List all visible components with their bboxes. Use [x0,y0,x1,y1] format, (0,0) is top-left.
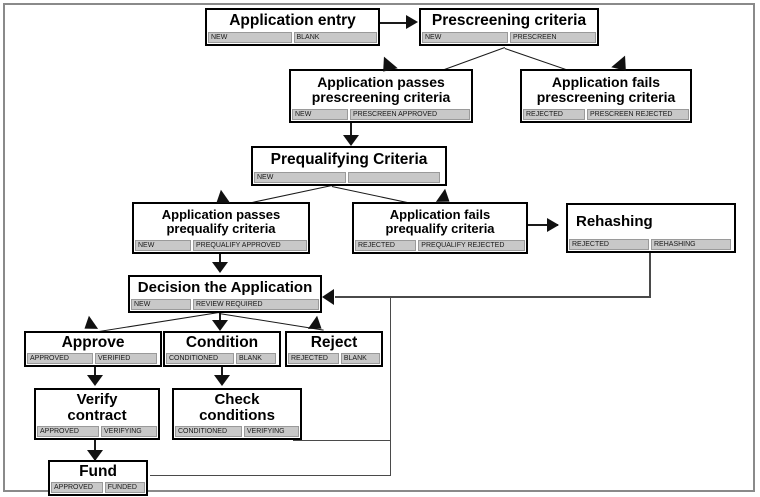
state-cell-right: VERIFIED [95,353,157,364]
arrowhead-entry-to-prescreening [406,15,418,29]
node-state-cells: NEW BLANK [207,31,378,44]
connector-decision-return-vertical [390,296,391,476]
node-prequalifying-criteria[interactable]: Prequalifying Criteria NEW [251,146,447,186]
arrowhead-condition-to-check [214,375,230,386]
state-cell-right: PRESCREEN [510,32,596,43]
node-title: Application fails prequalify criteria [385,207,495,236]
node-application-fails-prescreening[interactable]: Application fails prescreening criteria … [520,69,692,123]
node-title: Decision the Application [137,279,313,297]
state-cell-left: CONDITIONED [175,426,242,437]
state-cell-right: VERIFYING [101,426,157,437]
node-application-entry[interactable]: Application entry NEW BLANK [205,8,380,46]
node-state-cells: REJECTED PRESCREEN REJECTED [522,108,690,121]
node-state-cells: NEW [253,171,445,184]
node-application-fails-prequalify[interactable]: Application fails prequalify criteria RE… [352,202,528,254]
node-state-cells: REJECTED REHASHING [568,238,734,251]
state-cell-left: CONDITIONED [166,353,234,364]
state-cell-left: REJECTED [355,240,417,251]
state-cell-right: REVIEW REQUIRED [193,299,319,310]
node-title: Verify contract [67,391,127,424]
node-title: Approve [61,333,125,351]
connector-check-conditions-right [293,440,391,441]
state-cell-left: NEW [254,172,346,183]
state-cell-left: NEW [208,32,292,43]
node-prescreening-criteria[interactable]: Prescreening criteria NEW PRESCREEN [419,8,599,46]
node-approve[interactable]: Approve APPROVED VERIFIED [24,331,162,367]
state-cell-right [348,172,440,183]
arrowhead-approve-to-verify [87,375,103,386]
state-cell-left: REJECTED [523,109,585,120]
arrowhead-passes-to-prequalifying [343,135,359,146]
node-check-conditions[interactable]: Check conditions CONDITIONED VERIFYING [172,388,302,440]
node-fund[interactable]: Fund APPROVED FUNDED [48,460,148,496]
node-title: Condition [185,333,259,351]
node-state-cells: NEW PREQUALIFY APPROVED [134,239,308,252]
arrowhead-decision-to-condition [212,320,228,331]
node-title: Prequalifying Criteria [270,150,428,168]
node-title: Rehashing [576,213,653,231]
node-state-cells: CONDITIONED BLANK [165,352,279,365]
node-state-cells: NEW PRESCREEN [421,31,597,44]
node-state-cells: NEW PRESCREEN APPROVED [291,108,471,121]
state-cell-left: NEW [292,109,348,120]
node-title: Application fails prescreening criteria [536,74,676,105]
node-condition[interactable]: Condition CONDITIONED BLANK [163,331,281,367]
node-state-cells: REJECTED PREQUALIFY REJECTED [354,239,526,252]
state-cell-left: REJECTED [569,239,649,250]
node-title: Reject [310,333,358,351]
connector-rehashing-to-decision [335,296,651,298]
node-title: Application passes prescreening criteria [311,74,451,105]
connector-fails-prequalify-to-rehashing [528,224,558,226]
state-cell-left: APPROVED [51,482,103,493]
state-cell-right: BLANK [340,353,380,364]
node-title: Application passes prequalify criteria [161,207,281,236]
state-cell-right: PRESCREEN APPROVED [350,109,470,120]
node-reject[interactable]: Reject REJECTED BLANK [285,331,383,367]
node-state-cells: APPROVED FUNDED [50,481,146,494]
arrowhead-rehashing-to-decision [322,289,334,305]
state-cell-left: NEW [135,240,191,251]
node-state-cells: APPROVED VERIFIED [26,352,160,365]
node-decision-the-application[interactable]: Decision the Application NEW REVIEW REQU… [128,275,322,313]
connector-rehashing-down [649,253,651,297]
state-cell-left: APPROVED [27,353,93,364]
node-state-cells: APPROVED VERIFYING [36,425,158,438]
node-title: Application entry [229,11,356,29]
state-cell-right: VERIFYING [243,426,299,437]
arrowhead-fails-prequalify-to-rehashing [547,218,559,232]
node-rehashing[interactable]: Rehashing REJECTED REHASHING [566,203,736,253]
connector-entry-to-prescreening [379,22,411,24]
connector-fund-right [150,475,391,476]
connector-passes-to-prequalifying [350,123,352,143]
node-verify-contract[interactable]: Verify contract APPROVED VERIFYING [34,388,160,440]
state-cell-left: APPROVED [37,426,99,437]
state-cell-right: BLANK [236,353,276,364]
node-title: Fund [79,462,117,480]
node-title: Check conditions [199,391,275,424]
state-cell-right: PRESCREEN REJECTED [587,109,689,120]
state-cell-right: REHASHING [651,239,731,250]
node-application-passes-prequalify[interactable]: Application passes prequalify criteria N… [132,202,310,254]
node-state-cells: NEW REVIEW REQUIRED [130,298,320,311]
node-title: Prescreening criteria [431,11,587,29]
node-state-cells: REJECTED BLANK [287,352,381,365]
state-cell-right: BLANK [293,32,377,43]
state-cell-right: PREQUALIFY REJECTED [418,240,525,251]
node-state-cells: CONDITIONED VERIFYING [174,425,300,438]
state-cell-left: NEW [422,32,508,43]
state-cell-right: FUNDED [104,482,145,493]
arrowhead-verify-to-fund [87,450,103,461]
state-cell-right: PREQUALIFY APPROVED [193,240,307,251]
state-cell-left: REJECTED [288,353,339,364]
arrowhead-passes-prequalify-to-decision [212,262,228,273]
node-application-passes-prescreening[interactable]: Application passes prescreening criteria… [289,69,473,123]
state-cell-left: NEW [131,299,191,310]
